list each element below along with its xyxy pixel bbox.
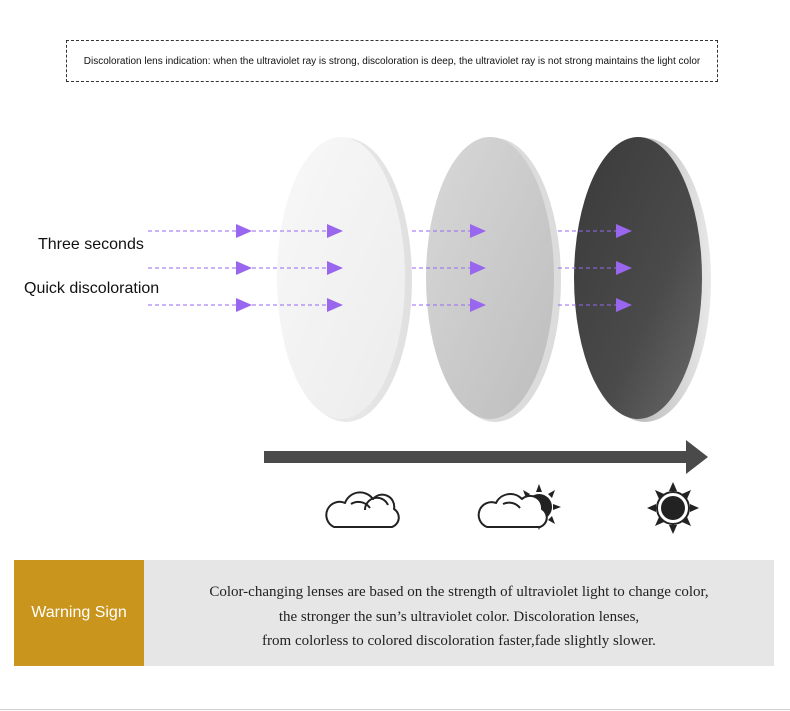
warning-tag: Warning Sign	[14, 560, 144, 666]
lens-grey	[426, 137, 561, 422]
bottom-divider	[0, 709, 790, 710]
lens-clear	[277, 137, 412, 422]
warning-line: Color-changing lenses are based on the s…	[209, 584, 709, 600]
intensity-arrow	[264, 440, 708, 474]
indication-notice: Discoloration lens indication: when the …	[66, 40, 718, 82]
uv-arrows	[148, 224, 632, 312]
cloud-sun-icon	[477, 484, 561, 530]
lens-dark	[574, 137, 711, 422]
warning-text: Color-changing lenses are based on the s…	[144, 580, 774, 654]
warning-line: the stronger the sun’s ultraviolet color…	[278, 608, 640, 625]
label-three-seconds: Three seconds	[38, 236, 144, 253]
warning-panel: Warning Sign Color-changing lenses are b…	[14, 560, 774, 666]
indication-text: Discoloration lens indication: when the …	[83, 55, 701, 67]
warning-line: from colorless to colored discoloration …	[262, 633, 656, 649]
label-quick-discoloration: Quick discoloration	[24, 280, 160, 297]
sun-icon	[647, 482, 699, 534]
cloud-icon	[325, 491, 400, 528]
lens-illustration	[148, 137, 711, 534]
